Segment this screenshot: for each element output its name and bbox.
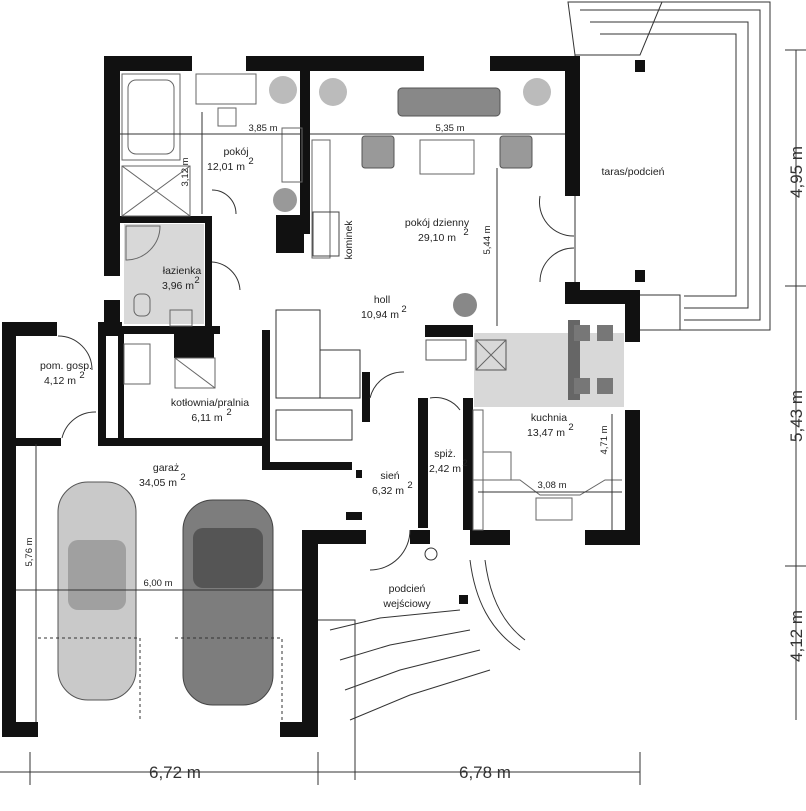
outer-dim-bottom-left: 6,72 m: [149, 763, 201, 782]
car-light: [57, 481, 137, 701]
room-name-taras: taras/podcień: [601, 166, 664, 178]
room-name-sien: sień: [380, 470, 399, 482]
terrace: [567, 1, 771, 331]
bathroom-tiles: [124, 224, 204, 324]
room-area-pokoj: 12,01 m: [207, 161, 245, 173]
kominek-label: kominek: [343, 220, 355, 260]
inner-dimension-lines: [16, 112, 622, 722]
room-area-pom-gosp: 4,12 m: [44, 375, 76, 387]
sup-spiz: 2: [462, 458, 467, 469]
room-area-spiz: 2,42 m: [429, 463, 461, 475]
bedroom-furniture: [121, 73, 303, 217]
sup-sien: 2: [407, 480, 412, 491]
room-area-garaz: 34,05 m: [139, 477, 177, 489]
dim-385: 3,85 m: [248, 123, 277, 134]
sup-dzienny: 2: [463, 227, 468, 238]
sup-holl: 2: [401, 304, 406, 315]
dim-535: 5,35 m: [435, 123, 464, 134]
entry-steps: [318, 559, 526, 780]
room-name-garaz: garaż: [153, 462, 179, 474]
sup-garaz: 2: [180, 472, 185, 483]
room-area-sien: 6,32 m: [372, 485, 404, 497]
room-name-pom-gosp: pom. gosp.: [40, 360, 92, 372]
room-name-lazienka: łazienka: [163, 265, 202, 277]
room-name-kotlownia: kotłownia/pralnia: [171, 397, 249, 409]
room-area-dzienny: 29,10 m: [418, 232, 456, 244]
dim-471: 4,71 m: [599, 425, 610, 454]
room-area-kuchnia: 13,47 m: [527, 427, 565, 439]
room-name-dzienny: pokój dzienny: [405, 217, 470, 229]
outer-dim-right-bottom: 4,12 m: [787, 610, 806, 662]
outer-dim-right-middle: 5,43 m: [787, 390, 806, 442]
boiler-fixtures: [123, 343, 216, 389]
walls: [2, 56, 640, 737]
stairs: [275, 309, 361, 441]
sup-kuchnia: 2: [568, 422, 573, 433]
podcien-line-1: podcień: [389, 583, 426, 595]
room-name-spiz: spiż.: [434, 448, 456, 460]
room-area-lazienka: 3,96 m: [162, 280, 194, 292]
kitchen-furniture: [425, 320, 622, 531]
podcien-line-2: wejściowy: [382, 598, 431, 610]
living-furniture: [311, 78, 551, 317]
outer-dimension-lines: [0, 49, 806, 785]
dim-312: 3,12 m: [180, 157, 191, 186]
outer-dim-right-top: 4,95 m: [787, 146, 806, 198]
sup-lazienka: 2: [194, 275, 199, 286]
room-name-kuchnia: kuchnia: [531, 412, 567, 424]
sup-pokoj: 2: [248, 156, 253, 167]
car-dark: [182, 499, 274, 706]
outer-dim-bottom-right: 6,78 m: [459, 763, 511, 782]
parking-lines: [38, 637, 283, 722]
room-name-pokoj: pokój: [223, 146, 248, 158]
dim-576: 5,76 m: [24, 537, 35, 566]
room-name-holl: holl: [374, 294, 390, 306]
dim-308: 3,08 m: [537, 480, 566, 491]
dim-544: 5,44 m: [482, 225, 493, 254]
room-area-kotlownia: 6,11 m: [191, 412, 223, 424]
doors: [57, 189, 575, 604]
bathroom-fixtures: [125, 225, 193, 327]
area-superscripts: 2 2 2 2 2 2 2 2 2 2: [79, 156, 573, 491]
sup-kotlownia: 2: [226, 407, 231, 418]
room-area-holl: 10,94 m: [361, 309, 399, 321]
dim-600: 6,00 m: [143, 578, 172, 589]
sup-pom-gosp: 2: [79, 370, 84, 381]
